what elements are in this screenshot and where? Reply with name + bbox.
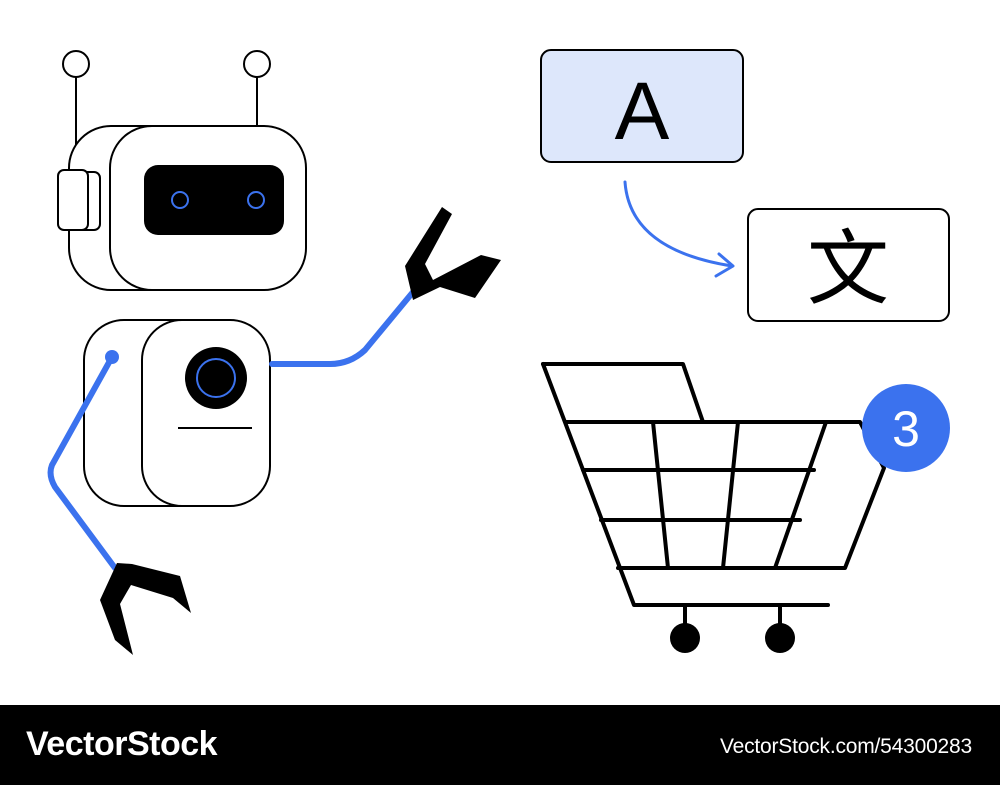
translate-icon: A 文 [540,49,950,322]
robot-icon [47,50,501,655]
watermark-footer: VectorStock VectorStock.com/54300283 [0,705,1000,785]
target-glyph-box: 文 [747,208,950,322]
source-letter-box: A [540,49,744,163]
robot-eye-right [247,191,265,209]
robot-arm-left [47,350,191,655]
arrow-icon [623,180,734,268]
shopping-cart-icon [541,362,886,653]
robot-antenna-right [243,50,271,127]
robot-body [83,319,271,507]
cart-wheel-left [670,623,700,653]
robot-head [57,125,307,291]
image-credit: VectorStock.com/54300283 [719,735,972,758]
illustration: A 文 3 [47,49,950,655]
brand-logo: VectorStock [26,725,218,763]
cart-badge-count: 3 [892,401,920,457]
robot-arm-right [269,207,501,367]
source-letter: A [615,66,670,157]
badge-icon: 3 [862,384,950,472]
cart-wheel-right [765,623,795,653]
claw-icon [100,563,191,655]
robot-eye-left [171,191,189,209]
claw-icon [405,207,501,300]
target-glyph: 文 [807,222,889,317]
